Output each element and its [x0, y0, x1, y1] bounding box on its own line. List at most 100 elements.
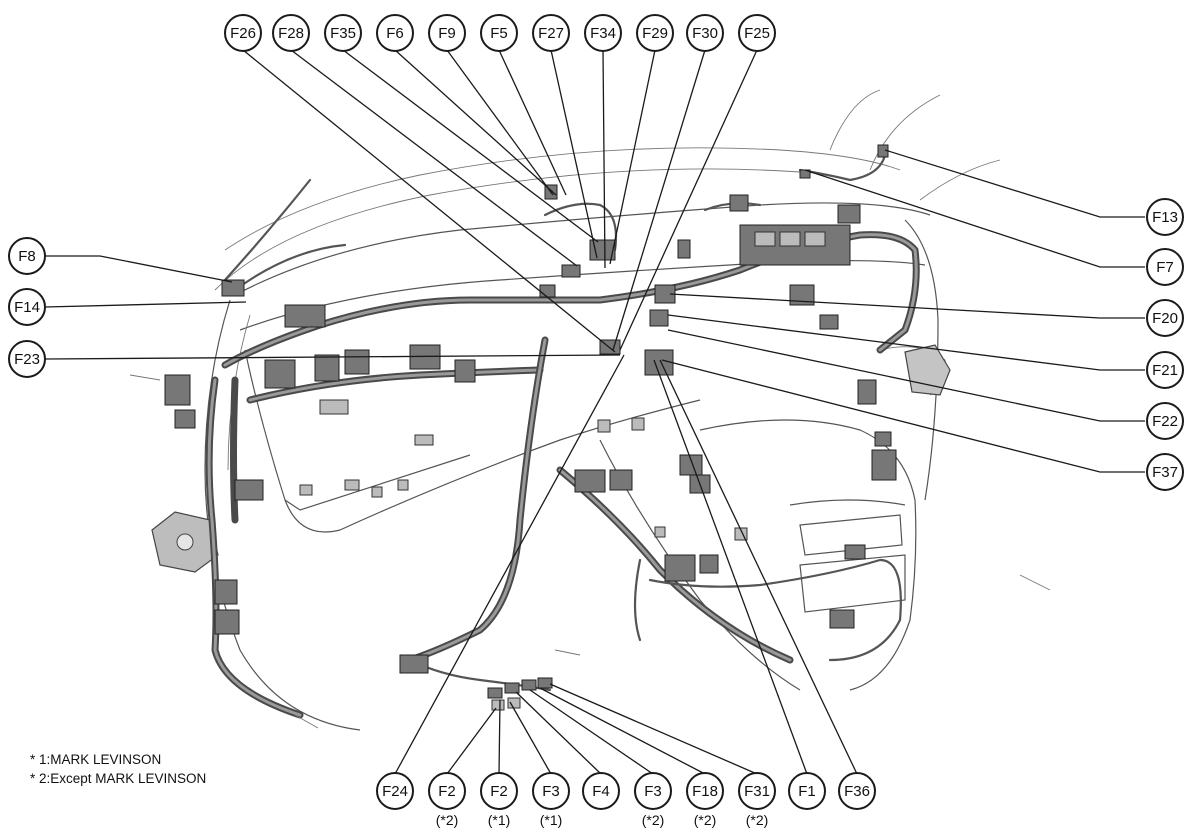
callout-f4: F4	[582, 772, 620, 810]
callout-f37: F37	[1146, 453, 1184, 491]
callout-circle	[8, 288, 46, 326]
callout-f27: F27	[532, 14, 570, 52]
callout-circle	[1146, 299, 1184, 337]
callout-f1: F1	[788, 772, 826, 810]
callout-circle	[480, 772, 518, 810]
callout-f34: F34	[584, 14, 622, 52]
callout-f20: F20	[1146, 299, 1184, 337]
callout-f2a: F2 (*2)	[428, 772, 466, 828]
callout-label: F23	[14, 351, 40, 368]
callout-label: F5	[490, 25, 508, 42]
callout-leader-lines	[44, 49, 1145, 775]
callout-f3b: F3 (*2)	[634, 772, 672, 828]
callout-f23: F23	[8, 340, 46, 378]
footnote-1: * 1:MARK LEVINSON	[30, 752, 161, 767]
callout-label: F28	[278, 25, 304, 42]
callout-circle	[428, 14, 466, 52]
callout-footnote-ref: (*1)	[540, 812, 563, 828]
callout-label: F29	[642, 25, 668, 42]
callout-circle	[1146, 351, 1184, 389]
callout-label: F36	[844, 783, 870, 800]
callout-label: F21	[1152, 362, 1178, 379]
callout-f9: F9	[428, 14, 466, 52]
instrument-panel-illustration	[129, 89, 1051, 731]
callout-circle	[324, 14, 362, 52]
callout-footnote-ref: (*2)	[642, 812, 665, 828]
callout-f31: F31 (*2)	[738, 772, 776, 828]
callout-label: F27	[538, 25, 564, 42]
callout-label: F14	[14, 299, 40, 316]
callout-f7: F7	[1146, 248, 1184, 286]
callout-label: F6	[386, 25, 404, 42]
callout-footnote-ref: (*2)	[746, 812, 769, 828]
callout-label: F26	[230, 25, 256, 42]
callout-label: F22	[1152, 413, 1178, 430]
callout-label: F7	[1156, 259, 1174, 276]
callout-label: F1	[798, 783, 816, 800]
callout-f29: F29	[636, 14, 674, 52]
callout-label: F20	[1152, 310, 1178, 327]
callout-f30: F30	[686, 14, 724, 52]
callout-circle	[634, 772, 672, 810]
callout-label: F8	[18, 248, 36, 265]
callout-f13: F13	[1146, 198, 1184, 236]
callout-circle	[376, 772, 414, 810]
callout-circle	[480, 14, 518, 52]
callout-circle	[738, 14, 776, 52]
callout-circle	[8, 237, 46, 275]
callout-circle	[8, 340, 46, 378]
callout-f14: F14	[8, 288, 46, 326]
callout-f8: F8	[8, 237, 46, 275]
callout-circle	[1146, 402, 1184, 440]
callout-circle	[1146, 248, 1184, 286]
callout-circle	[584, 14, 622, 52]
callout-f5: F5	[480, 14, 518, 52]
callout-circle	[532, 14, 570, 52]
callout-label: F31	[744, 783, 770, 800]
callout-f6: F6	[376, 14, 414, 52]
callout-circle	[582, 772, 620, 810]
callout-circle	[788, 772, 826, 810]
callout-label: F25	[744, 25, 770, 42]
callout-circle	[428, 772, 466, 810]
callout-label: F2	[490, 783, 508, 800]
callout-circle	[272, 14, 310, 52]
callout-footnote-ref: (*2)	[436, 812, 459, 828]
callout-f25: F25	[738, 14, 776, 52]
footnotes: * 1:MARK LEVINSON * 2:Except MARK LEVINS…	[30, 752, 206, 786]
callout-f26: F26	[224, 14, 262, 52]
callout-circle	[532, 772, 570, 810]
callout-label: F2	[438, 783, 456, 800]
callout-f18: F18 (*2)	[686, 772, 724, 828]
callout-f28: F28	[272, 14, 310, 52]
callout-label: F3	[542, 783, 560, 800]
callout-circle	[636, 14, 674, 52]
callout-label: F3	[644, 783, 662, 800]
callout-circle	[224, 14, 262, 52]
callout-circle	[376, 14, 414, 52]
callout-f22: F22	[1146, 402, 1184, 440]
callout-circle	[686, 772, 724, 810]
callout-label: F18	[692, 783, 718, 800]
callout-label: F30	[692, 25, 718, 42]
callout-label: F37	[1152, 464, 1178, 481]
callout-f3a: F3 (*1)	[532, 772, 570, 828]
callout-circle	[1146, 198, 1184, 236]
footnote-2: * 2:Except MARK LEVINSON	[30, 771, 206, 786]
callout-footnote-ref: (*1)	[488, 812, 511, 828]
callout-f24: F24	[376, 772, 414, 810]
callout-label: F4	[592, 783, 610, 800]
callout-circle	[838, 772, 876, 810]
callout-f21: F21	[1146, 351, 1184, 389]
callout-label: F35	[330, 25, 356, 42]
callout-circle	[686, 14, 724, 52]
callout-footnote-ref: (*2)	[694, 812, 717, 828]
callout-label: F24	[382, 783, 408, 800]
callout-circle	[1146, 453, 1184, 491]
callout-f35: F35	[324, 14, 362, 52]
callout-f2b: F2 (*1)	[480, 772, 518, 828]
callout-circle	[738, 772, 776, 810]
callout-label: F34	[590, 25, 616, 42]
